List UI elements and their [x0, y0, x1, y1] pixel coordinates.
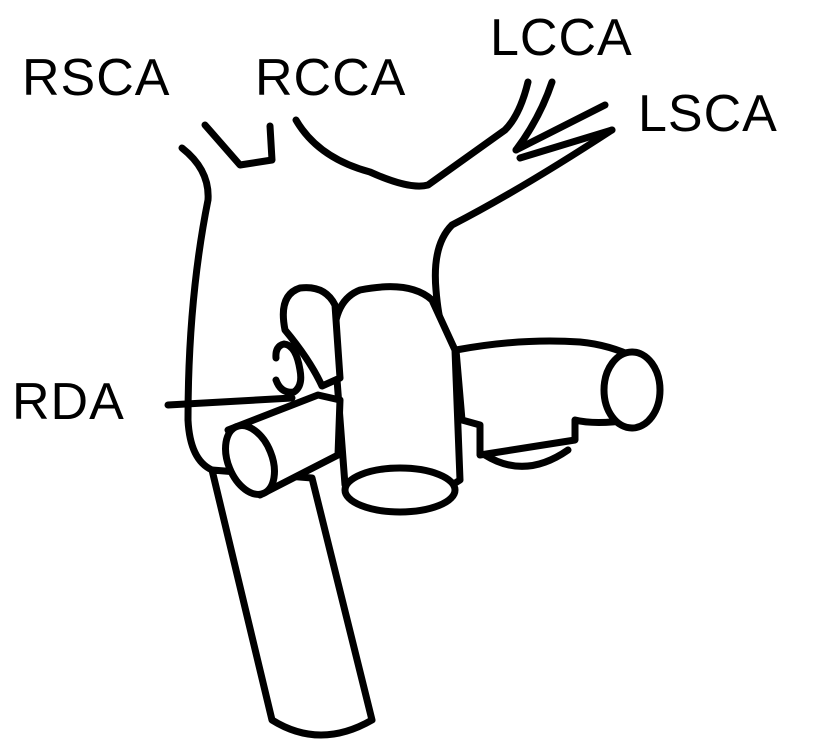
pulmonary-artery-branch [456, 341, 660, 466]
lcca-label: LCCA [490, 12, 633, 64]
descending-aorta [212, 470, 372, 735]
right-arch-outer-contour [182, 148, 212, 470]
rcca-label: RCCA [255, 52, 406, 104]
rda-label: RDA [12, 376, 125, 428]
rsca-branch [205, 125, 272, 165]
rda-ring [276, 288, 340, 393]
lsca-label: LSCA [638, 88, 778, 140]
rsca-label: RSCA [22, 52, 170, 104]
ascending-aorta [334, 287, 460, 512]
